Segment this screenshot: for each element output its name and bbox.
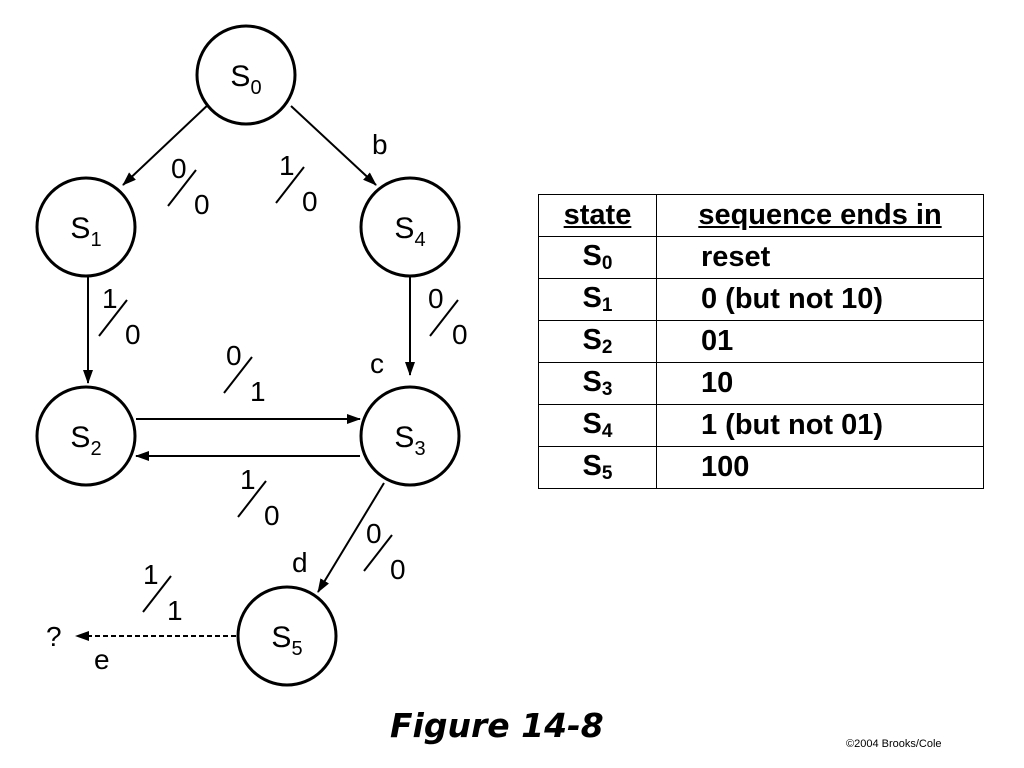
state-label-s3: S3 xyxy=(394,421,425,460)
slash-s0-s4 xyxy=(275,166,305,204)
output-s4-s3: 0 xyxy=(452,319,468,350)
slash-s3-s5 xyxy=(363,534,393,572)
state-diagram: 0 0 1 0 1 0 0 0 0 1 1 0 0 0 1 1 b c d e … xyxy=(35,24,468,687)
table-row: S5 100 xyxy=(538,446,984,489)
state-label-s4: S4 xyxy=(394,212,425,251)
header-sequence: sequence ends in xyxy=(656,194,984,237)
output-s5-unknown: 1 xyxy=(167,595,183,626)
slash-s1-s2 xyxy=(98,299,128,337)
state-sequence-table: state sequence ends in S0 reset S1 0 (bu… xyxy=(538,194,984,489)
copyright-notice: ©2004 Brooks/Cole xyxy=(846,738,942,750)
slash-s4-s3 xyxy=(429,299,459,337)
input-s0-s4: 1 xyxy=(279,150,295,181)
slash-s2-s3 xyxy=(223,356,253,394)
table-cell-state: S1 xyxy=(538,278,657,321)
input-s3-s5: 0 xyxy=(366,518,382,549)
table-row: S2 01 xyxy=(538,320,984,363)
table-row: S3 10 xyxy=(538,362,984,405)
table-row: S4 1 (but not 01) xyxy=(538,404,984,447)
io-labels: 0 0 1 0 1 0 0 0 0 1 1 0 0 0 1 1 xyxy=(102,150,468,626)
arrow-s0-s4 xyxy=(290,105,377,186)
input-s5-unknown: 1 xyxy=(143,559,159,590)
slash-s5-unknown xyxy=(142,575,172,613)
io-slashes xyxy=(98,166,459,613)
state-node-s1: S1 xyxy=(35,176,137,278)
table-cell-sequence: 100 xyxy=(656,446,984,489)
output-s1-s2: 0 xyxy=(125,319,141,350)
output-s2-s3: 1 xyxy=(250,376,266,407)
mark-b: b xyxy=(372,129,388,160)
state-node-s2: S2 xyxy=(35,385,137,487)
table-cell-state: S4 xyxy=(538,404,657,447)
input-s3-s2: 1 xyxy=(240,464,256,495)
table-cell-state: S2 xyxy=(538,320,657,363)
arrow-s3-s5 xyxy=(317,482,385,593)
table-row: S0 reset xyxy=(538,236,984,279)
table-cell-sequence: 01 xyxy=(656,320,984,363)
table-cell-sequence: 1 (but not 01) xyxy=(656,404,984,447)
transitions xyxy=(75,101,415,641)
output-s0-s1: 0 xyxy=(194,189,210,220)
state-node-s4: S4 xyxy=(359,176,461,278)
output-s3-s5: 0 xyxy=(390,554,406,585)
input-s4-s3: 0 xyxy=(428,283,444,314)
table-cell-state: S0 xyxy=(538,236,657,279)
state-label-s1: S1 xyxy=(70,212,101,251)
table-cell-sequence: 10 xyxy=(656,362,984,405)
output-s3-s2: 0 xyxy=(264,500,280,531)
input-s2-s3: 0 xyxy=(226,340,242,371)
arrow-s0-s1 xyxy=(122,101,212,186)
slash-s0-s1 xyxy=(167,169,197,207)
state-nodes: S0 S1 S4 S2 S3 S5 xyxy=(35,24,461,687)
table-row: S1 0 (but not 10) xyxy=(538,278,984,321)
mark-e: e xyxy=(94,644,110,675)
header-state: state xyxy=(538,194,657,237)
slash-s3-s2 xyxy=(237,480,267,518)
transition-marks: b c d e ? xyxy=(46,129,388,675)
state-label-s5: S5 xyxy=(271,621,302,660)
unknown-state-mark: ? xyxy=(46,621,62,652)
input-s0-s1: 0 xyxy=(171,153,187,184)
state-node-s3: S3 xyxy=(359,385,461,487)
mark-c: c xyxy=(370,348,384,379)
mark-d: d xyxy=(292,547,308,578)
output-s0-s4: 0 xyxy=(302,186,318,217)
table-header-row: state sequence ends in xyxy=(538,194,984,237)
state-label-s0: S0 xyxy=(230,60,261,99)
table-cell-state: S5 xyxy=(538,446,657,489)
table-cell-sequence: reset xyxy=(656,236,984,279)
state-node-s0: S0 xyxy=(195,24,297,126)
input-s1-s2: 1 xyxy=(102,283,118,314)
table-cell-state: S3 xyxy=(538,362,657,405)
state-label-s2: S2 xyxy=(70,421,101,460)
table-cell-sequence: 0 (but not 10) xyxy=(656,278,984,321)
state-node-s5: S5 xyxy=(236,585,338,687)
figure-caption: Figure 14-8 xyxy=(390,706,604,745)
